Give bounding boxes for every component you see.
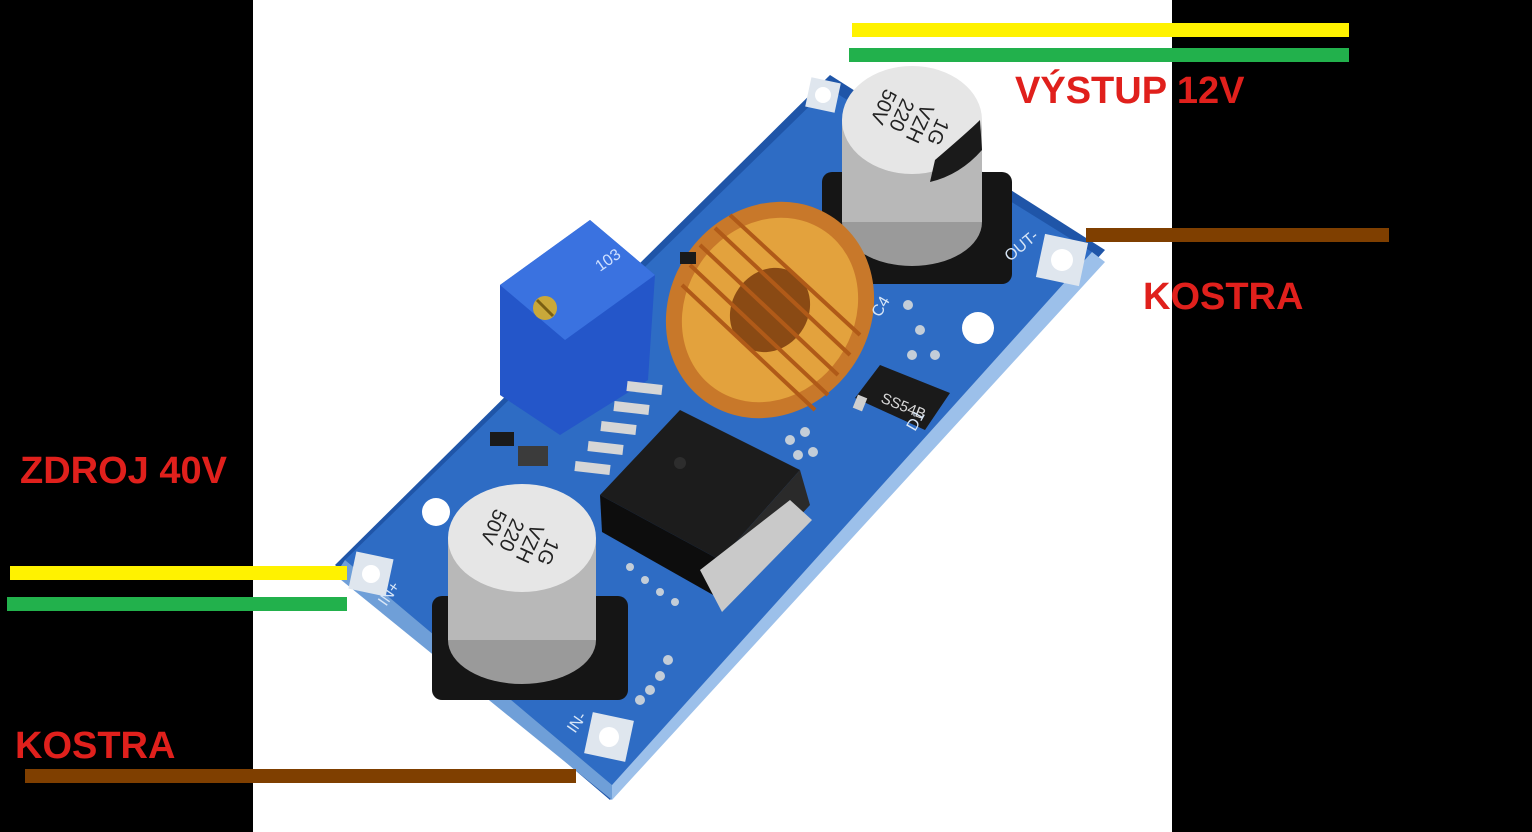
output-voltage-label: VÝSTUP 12V bbox=[1015, 70, 1245, 112]
trimmer-potentiometer: 103 bbox=[500, 220, 655, 435]
input-wire-green bbox=[7, 597, 347, 611]
smd-resistor-2 bbox=[680, 252, 696, 264]
regulator-ic bbox=[574, 381, 812, 612]
capacitor-top bbox=[822, 66, 1012, 284]
output-wire-green bbox=[849, 48, 1349, 62]
capacitor-bottom bbox=[432, 484, 628, 700]
smd-resistor bbox=[490, 432, 514, 446]
mounting-pad-top bbox=[805, 77, 841, 113]
mounting-hole-right bbox=[962, 312, 994, 344]
input-ground-label: KOSTRA bbox=[15, 725, 176, 767]
input-positive-wire-yellow bbox=[10, 566, 347, 580]
schottky-diode: SS54B bbox=[852, 365, 950, 430]
output-ground-wire bbox=[1086, 228, 1389, 242]
pad-in-minus bbox=[584, 712, 634, 762]
output-ground-label: KOSTRA bbox=[1143, 276, 1304, 318]
toroid-inductor bbox=[665, 201, 875, 419]
capacitor-bottom-marking: 1G VZH 220 50V bbox=[475, 506, 563, 569]
mounting-hole-left bbox=[422, 498, 450, 526]
input-ground-wire bbox=[25, 769, 576, 783]
smd-part bbox=[518, 446, 548, 466]
input-voltage-label: ZDROJ 40V bbox=[20, 450, 227, 492]
pad-out-minus bbox=[1035, 233, 1089, 287]
pad-in-plus bbox=[348, 551, 394, 597]
via-holes bbox=[626, 300, 940, 705]
output-positive-wire-yellow bbox=[852, 23, 1349, 37]
